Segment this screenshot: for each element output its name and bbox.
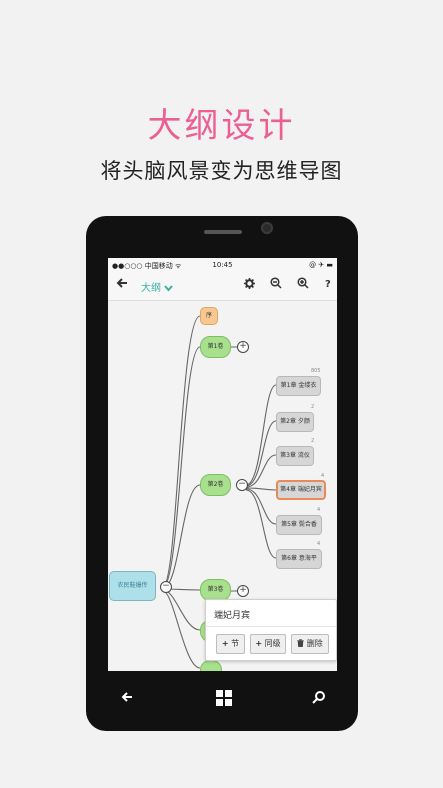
windows-logo-icon[interactable] bbox=[216, 690, 232, 706]
speaker-grille bbox=[204, 230, 242, 234]
popup-divider bbox=[206, 626, 336, 627]
search-icon[interactable] bbox=[312, 690, 326, 708]
chapter-node-3[interactable]: 第3章 流仪 bbox=[276, 446, 314, 466]
chapter-node-4-selected[interactable]: 第4章 端妃月宾 bbox=[276, 480, 326, 500]
delete-label: 删除 bbox=[306, 639, 323, 648]
volume-node-1[interactable]: 第1卷 bbox=[200, 336, 231, 358]
volume-node-2[interactable]: 第2卷 bbox=[200, 474, 231, 496]
expand-volume-3-button[interactable]: + bbox=[237, 585, 249, 597]
add-sibling-label: 同级 bbox=[264, 639, 281, 648]
outline-title: 大纲 bbox=[141, 283, 161, 294]
volume-node-3[interactable]: 第3卷 bbox=[200, 579, 231, 601]
zoom-in-icon[interactable] bbox=[297, 277, 309, 293]
chapter-node-2[interactable]: 第2章 夕颜 bbox=[276, 412, 314, 432]
preface-node[interactable]: 序 bbox=[200, 307, 218, 325]
outline-dropdown[interactable]: 大纲 bbox=[141, 279, 173, 294]
chapter-node-1[interactable]: 第1章 金缕衣 bbox=[276, 376, 321, 396]
chevron-down-icon bbox=[164, 284, 173, 292]
add-section-button[interactable]: + 节 bbox=[216, 634, 245, 654]
promo-subline: 将头脑风景变为思维导图 bbox=[100, 159, 343, 183]
chapter-count: 4 bbox=[317, 541, 321, 547]
collapse-root-button[interactable]: − bbox=[160, 581, 172, 593]
app-screen: ●●○○○ 中国移动 ᯤ 10:45 @ ✈ ▬ 大纲 ? bbox=[108, 258, 337, 671]
node-action-popup: 端妃月宾 + 节 + 同级 删除 bbox=[205, 599, 337, 661]
chapter-node-6[interactable]: 第6章 意海平 bbox=[276, 549, 322, 569]
volume-node-partial[interactable] bbox=[200, 660, 222, 671]
delete-button[interactable]: 删除 bbox=[291, 634, 329, 654]
chapter-count: 2 bbox=[311, 404, 315, 410]
popup-title: 端妃月宾 bbox=[214, 611, 251, 621]
chapter-count: 4 bbox=[321, 473, 325, 479]
status-icons: @ ✈ ▬ bbox=[309, 261, 333, 269]
back-arrow-icon[interactable] bbox=[116, 277, 128, 293]
expand-volume-1-button[interactable]: + bbox=[237, 341, 249, 353]
trash-icon bbox=[297, 639, 305, 647]
front-camera bbox=[261, 222, 273, 234]
back-arrow-icon[interactable] bbox=[120, 690, 134, 708]
carrier-signal: ●●○○○ 中国移动 ᯤ bbox=[112, 262, 182, 270]
chapter-node-5[interactable]: 第5章 鬓合香 bbox=[276, 515, 322, 535]
plus-icon: + bbox=[255, 639, 263, 648]
chapter-count: 805 bbox=[311, 368, 321, 374]
root-node[interactable]: 农民鞋爆传 bbox=[109, 571, 156, 601]
phone-nav-bar bbox=[86, 680, 358, 720]
help-button[interactable]: ? bbox=[325, 279, 331, 290]
status-bar: ●●○○○ 中国移动 ᯤ 10:45 @ ✈ ▬ bbox=[108, 258, 337, 272]
chapter-count: 2 bbox=[311, 438, 315, 444]
add-section-label: 节 bbox=[231, 639, 240, 648]
promo-headline: 大纲设计 bbox=[147, 106, 296, 146]
add-sibling-button[interactable]: + 同级 bbox=[250, 634, 286, 654]
status-time: 10:45 bbox=[212, 261, 233, 269]
gear-icon[interactable] bbox=[244, 277, 255, 293]
chapter-count: 4 bbox=[317, 507, 321, 513]
zoom-out-icon[interactable] bbox=[270, 277, 282, 293]
plus-icon: + bbox=[221, 639, 229, 648]
app-toolbar: 大纲 ? bbox=[108, 272, 337, 301]
collapse-volume-2-button[interactable]: − bbox=[236, 479, 248, 491]
